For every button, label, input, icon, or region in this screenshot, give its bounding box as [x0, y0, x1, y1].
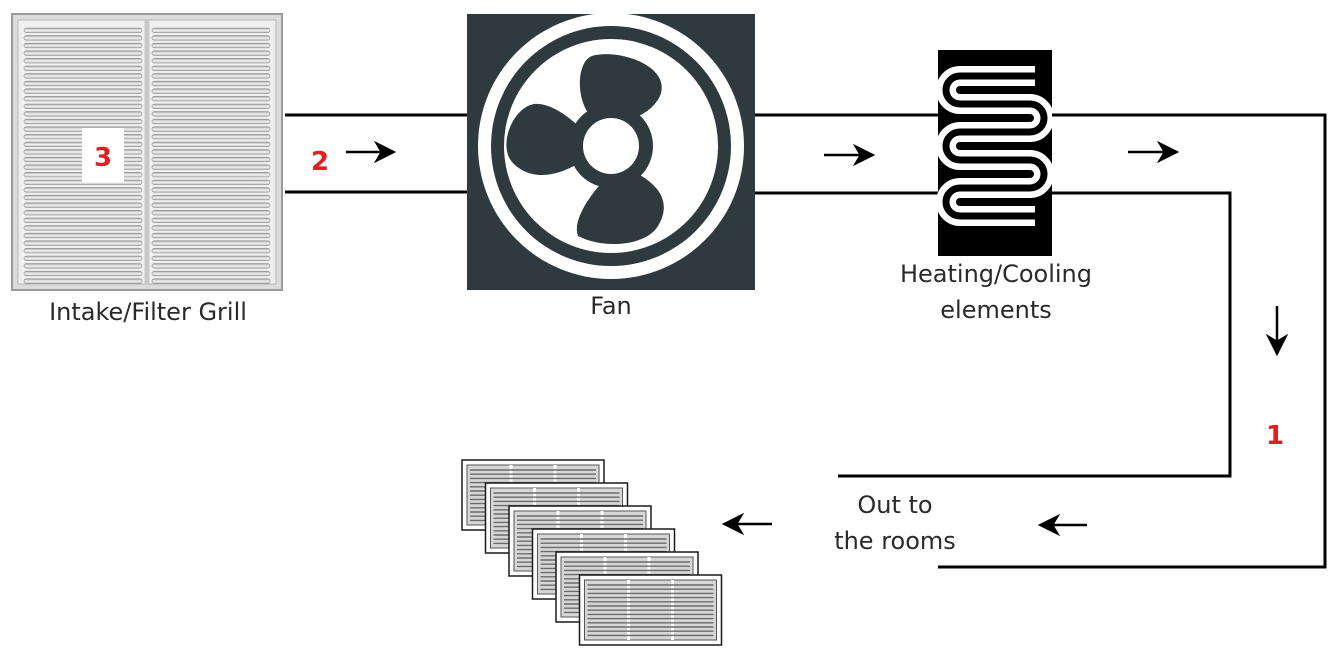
intake-label: Intake/Filter Grill — [49, 298, 247, 326]
grill-slat — [23, 263, 143, 269]
grill-slat — [151, 225, 271, 231]
grill-slat — [23, 88, 143, 94]
grill-slat — [151, 202, 271, 208]
grill-slat — [151, 65, 271, 71]
intake-grill: 3 — [11, 13, 283, 291]
grill-slat — [151, 187, 271, 193]
marker-2: 2 — [311, 147, 329, 177]
grill-slat — [151, 278, 271, 284]
grill-slat — [151, 27, 271, 33]
coil-icon — [936, 50, 1054, 256]
grill-slat — [151, 88, 271, 94]
grill-slat — [151, 240, 271, 246]
out-to-rooms-label: Out to — [857, 491, 932, 519]
grill-slat — [23, 210, 143, 216]
supply-duct — [838, 113, 1327, 569]
grill-slat — [23, 225, 143, 231]
fan-icon — [467, 13, 755, 290]
vent-stack-icon — [461, 459, 723, 646]
grill-slat — [151, 58, 271, 64]
grill-slat — [151, 141, 271, 147]
grill-slat — [23, 27, 143, 33]
grill-slat — [151, 50, 271, 56]
grill-slat — [151, 179, 271, 185]
grill-slat — [151, 126, 271, 132]
grill-slat — [23, 80, 143, 87]
grill-slat — [151, 194, 271, 201]
grill-slat — [23, 111, 143, 117]
grill-slat — [23, 187, 143, 193]
grill-slat — [23, 240, 143, 246]
marker-3: 3 — [94, 143, 112, 173]
grill-slat — [23, 96, 143, 102]
grill-slat — [151, 164, 271, 170]
grill-slat — [23, 202, 143, 208]
grill-slat — [151, 118, 271, 125]
grill-slat — [151, 103, 271, 109]
grill-slat — [151, 232, 271, 239]
grill-slat — [151, 263, 271, 269]
grill-slat — [151, 149, 271, 155]
grill-slat — [23, 73, 143, 79]
grill-slat — [151, 156, 271, 163]
grill-slat — [151, 270, 271, 277]
grill-slat — [23, 35, 143, 41]
duct-intake-to-fan — [285, 113, 468, 194]
grill-slat — [23, 255, 143, 261]
grill-slat — [151, 111, 271, 117]
grill-slat — [23, 103, 143, 109]
marker-1: 1 — [1266, 421, 1284, 451]
grill-slat — [23, 270, 143, 277]
grill-slat — [23, 232, 143, 239]
grill-slat — [151, 96, 271, 102]
grill-slat — [151, 35, 271, 41]
grill-slat — [23, 65, 143, 71]
grill-slat — [23, 217, 143, 223]
grill-slat — [151, 134, 271, 140]
fan-label: Fan — [590, 292, 632, 320]
grill-slat — [151, 172, 271, 178]
grill-icon — [23, 27, 271, 284]
grill-slat — [23, 50, 143, 56]
heating-cooling-label: Heating/Cooling — [900, 260, 1092, 288]
grill-slat — [151, 217, 271, 223]
grill-slat — [23, 194, 143, 201]
grill-slat — [151, 73, 271, 79]
grill-slat — [151, 255, 271, 261]
grill-slat — [151, 80, 271, 87]
grill-slat — [151, 248, 271, 254]
grill-slat — [151, 42, 271, 49]
heating-cooling-label-line2: elements — [940, 296, 1051, 324]
grill-slat — [23, 42, 143, 49]
room-vent — [578, 574, 723, 646]
grill-slat — [23, 118, 143, 125]
duct-fan-to-elements — [755, 113, 938, 195]
grill-slat — [23, 278, 143, 284]
grill-slat — [23, 58, 143, 64]
out-to-rooms-label-line2: the rooms — [834, 527, 956, 555]
grill-slat — [151, 210, 271, 216]
grill-slat — [23, 248, 143, 254]
marker-box — [82, 128, 124, 182]
